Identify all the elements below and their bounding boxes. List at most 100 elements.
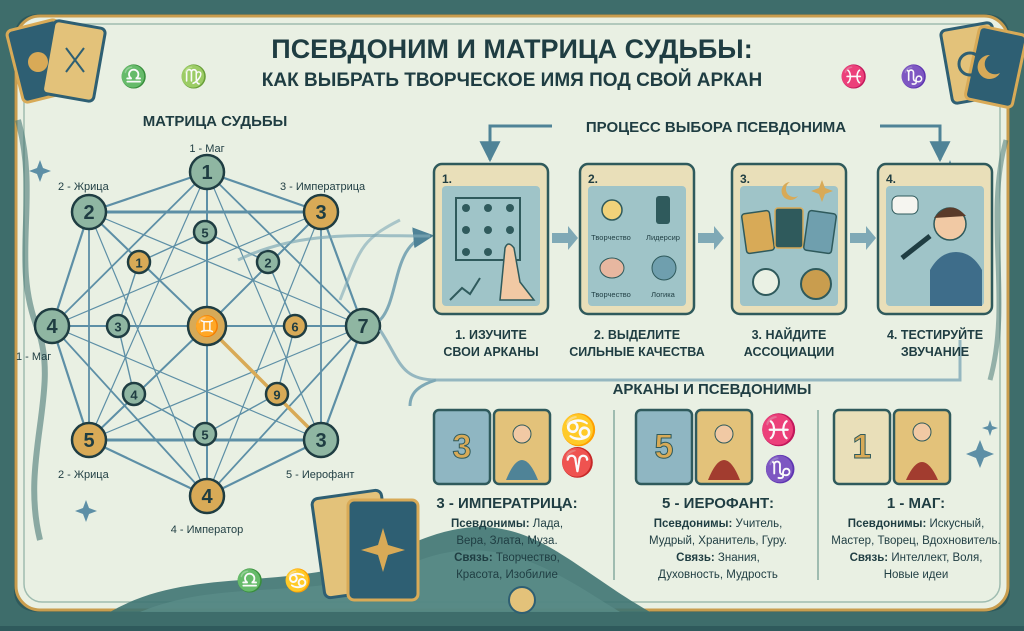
arcana-line: Мудрый, Хранитель, Гуру. [649,535,787,547]
outer-node-4: 3 [302,421,340,459]
svg-text:1: 1 [201,162,212,184]
label-top-right: 3 - Императрица [280,181,366,193]
label-bottom: 4 - Император [171,524,244,536]
svg-text:♍: ♍ [180,64,207,89]
arcana-line: Связь: Творчество, [454,552,560,564]
trend-icon [449,277,481,301]
compass-icon [752,268,780,296]
page-subtitle: КАК ВЫБРАТЬ ТВОРЧЕСКОЕ ИМЯ ПОД СВОЙ АРКА… [262,69,762,91]
arcana-numeral: 5 [655,428,674,466]
svg-text:♋: ♋ [560,412,597,447]
step-captions: 1. ИЗУЧИТЕ СВОИ АРКАНЫ 2. ВЫДЕЛИТЕ СИЛЬН… [443,327,983,359]
center-node: ♊ [186,305,228,347]
step-3-caption-line1: 3. НАЙДИТЕ [752,327,827,342]
svg-text:9: 9 [273,388,280,403]
lightbulb-icon [601,199,623,221]
inner-node-8: 1 [126,249,152,275]
step-4-caption-line2: ЗВУЧАНИЕ [901,345,969,359]
step-arrows [552,226,876,250]
empress-figure-icon [512,424,532,444]
corner-cards-top-left [5,18,107,104]
outer-node-8: 2 [70,193,108,231]
lion-icon [800,268,832,300]
quality-tag: Творчество [591,290,631,299]
outer-node-1: 1 [188,153,226,191]
arcana-line: Духовность, Мудрость [658,569,778,581]
step-card-2: 2. Творчество Лидерсир Творчество Логика [578,162,696,316]
svg-text:2: 2 [264,256,271,271]
svg-text:6: 6 [291,320,298,335]
inner-node-5: 5 [192,421,218,447]
microphone-icon [900,234,932,260]
svg-text:♑: ♑ [900,64,927,89]
inner-node-2: 2 [255,249,281,275]
matrix-title: МАТРИЦА СУДЬБЫ [143,113,288,130]
brain-icon [651,255,677,281]
svg-text:3: 3 [315,430,326,452]
hierophant-figure-icon [714,424,734,444]
svg-text:♎: ♎ [120,64,147,89]
inner-node-4: 9 [264,381,290,407]
step-number: 1. [442,172,452,186]
arcana-line: Новые идеи [884,569,949,581]
step-3-caption-line2: АССОЦИАЦИИ [744,345,834,359]
label-top-left: 2 - Жрица [58,181,110,193]
arcana-5-cards: 5 [634,408,754,486]
step-number: 2. [588,172,598,186]
hand-pointer-icon [499,243,536,301]
svg-text:♈: ♈ [560,446,595,479]
arcana-title: АРКАНЫ И ПСЕВДОНИМЫ [613,381,812,398]
svg-text:3: 3 [114,320,121,335]
svg-text:5: 5 [201,428,208,443]
arcana-line: Связь: Знания, [676,552,760,564]
label-bottom-left: 2 - Жрица [58,469,110,481]
arcana-line: Вера, Злата, Муза. [456,535,557,547]
svg-text:♊: ♊ [195,314,220,338]
head-icon [599,257,625,279]
svg-text:5: 5 [83,430,94,452]
arcana-numeral: 3 [453,428,472,466]
arcana-line: Псевдонимы: Учитель, [654,518,783,530]
right-vine [987,139,1009,381]
arcana-line: Псевдонимы: Лада, [451,518,563,530]
svg-text:2: 2 [83,202,94,224]
quality-tag: Творчество [591,233,631,242]
star-icon [811,180,833,202]
step-card-4: 4. [876,162,994,316]
arcana-heading-hierophant: 5 - ИЕРОФАНТ: [662,495,774,512]
outer-node-6: 5 [70,421,108,459]
process-title: ПРОЦЕСС ВЫБОРА ПСЕВДОНИМА [586,119,846,136]
svg-text:1: 1 [135,256,142,271]
label-left: 1 - Маг [16,351,51,363]
svg-text:♓: ♓ [840,64,867,89]
star-icon [361,528,405,572]
person-icon [930,252,982,306]
arcana-descriptions: Псевдонимы: Лада, Вера, Злата, Муза. Связь… [451,518,1001,581]
step-2-caption-line1: 2. ВЫДЕЛИТЕ [594,328,680,342]
inner-node-1: 5 [192,219,218,245]
inner-node-3: 6 [282,313,308,339]
svg-text:5: 5 [201,226,208,241]
inner-node-6: 4 [121,381,147,407]
arcana-line: Красота, Изобилие [456,569,558,581]
outer-node-7: 4 [33,307,71,345]
step-card-1: 1. [432,162,550,316]
zodiac-decor: ♎ ♍ ♓ ♑ ♎ ♋ ♋ ♓ ♈ ♑ [120,64,927,593]
moon-icon [781,182,798,200]
svg-text:4: 4 [130,388,138,403]
step-1-caption-line2: СВОИ АРКАНЫ [443,345,538,359]
svg-text:4: 4 [201,486,213,508]
chess-piece-icon [656,196,670,224]
step-1-caption-line1: 1. ИЗУЧИТЕ [455,328,527,342]
bottom-medallion-icon [508,586,536,614]
label-bottom-right: 5 - Иерофант [286,469,354,481]
magician-figure-icon [912,422,932,442]
svg-text:♋: ♋ [284,568,311,593]
arcana-heading-empress: 3 - ИМПЕРАТРИЦА: [436,495,577,512]
matrix-grid-icon [455,197,521,261]
arcana-line: Связь: Интеллект, Воля, [850,552,983,564]
arcana-1-cards: 1 [832,408,952,486]
process-section: ПРОЦЕСС ВЫБОРА ПСЕВДОНИМА [479,119,951,163]
